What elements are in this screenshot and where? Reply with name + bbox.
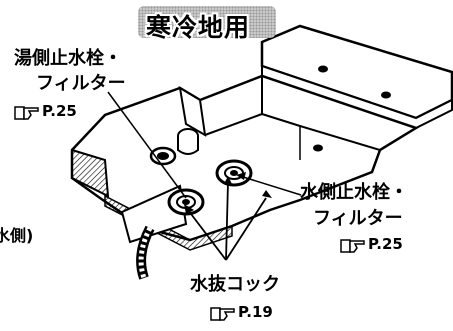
- drain-cock-label: 水抜コック: [190, 274, 280, 295]
- hot-side-label-line2: フィルター: [36, 73, 126, 94]
- drain-cock-ref-page: P.19: [238, 303, 273, 321]
- water-side-ref-page: P.25: [368, 235, 403, 253]
- pointing-hand-icon: [340, 238, 365, 253]
- drain-cock-ref: P.19: [210, 303, 273, 321]
- pointing-hand-icon: [210, 306, 235, 321]
- title: 寒冷地用: [146, 13, 251, 42]
- screw-hole: [318, 65, 328, 73]
- screw-hole: [381, 91, 391, 99]
- pointer-water: [239, 175, 302, 196]
- water-side-label-line1: 水側止水栓・: [300, 182, 408, 203]
- hot-side-ref: P.25: [14, 102, 77, 120]
- pointing-hand-icon: [14, 105, 39, 120]
- hot-side-label-line1: 湯側止水栓・: [14, 48, 122, 69]
- hot-side-ref-page: P.25: [42, 102, 77, 120]
- pointer-hot: [107, 91, 187, 199]
- pointer-drain: [187, 209, 227, 261]
- title-badge: [138, 6, 276, 38]
- edge-fragment-label: 水側): [0, 226, 34, 245]
- water-side-label-line2: フィルター: [313, 208, 403, 229]
- water-side-ref: P.25: [340, 235, 403, 253]
